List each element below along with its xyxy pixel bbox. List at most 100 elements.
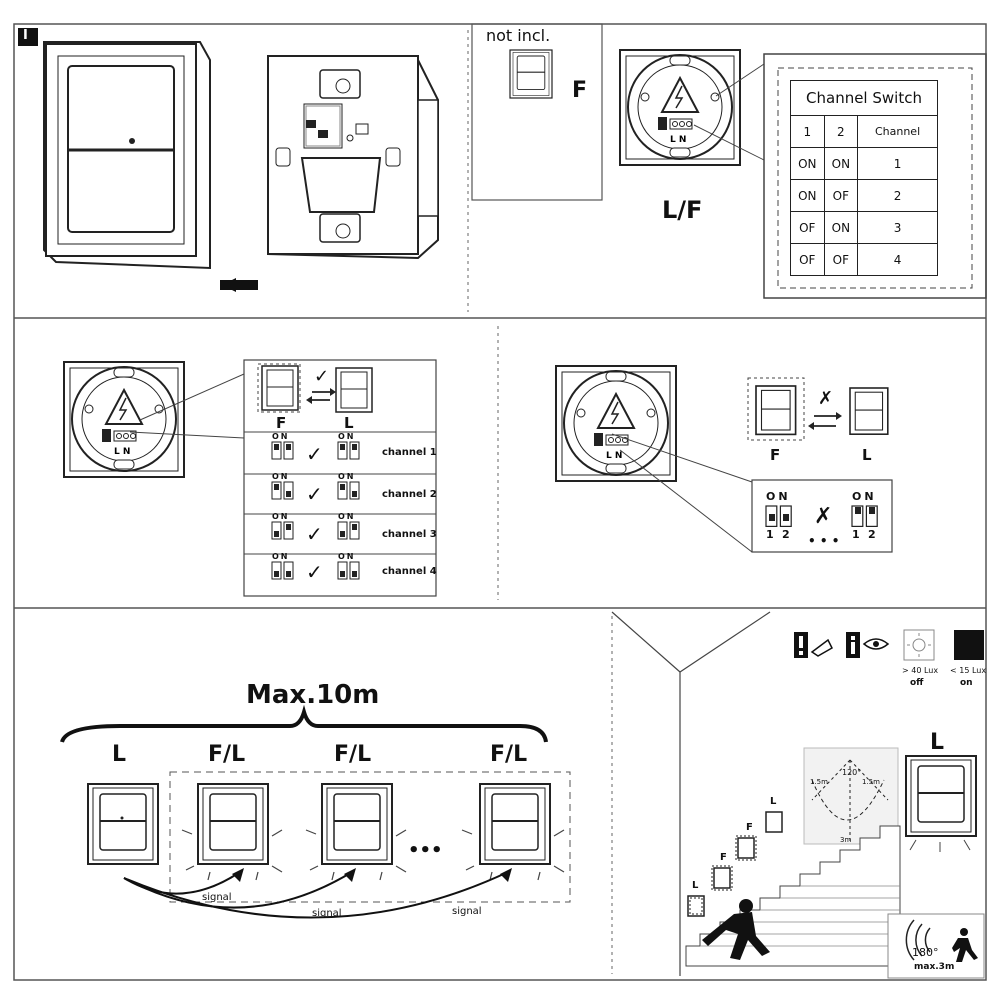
dip-2-label: 2 <box>782 528 790 541</box>
detection-angle: 180° <box>912 946 939 959</box>
lux-day-label: > 40 Lux <box>902 666 939 675</box>
switch-fl-1 <box>197 783 269 865</box>
channel-callout-box <box>763 53 987 299</box>
dip-on-label: ON <box>338 432 356 441</box>
switch-l-installed <box>905 755 977 837</box>
pairing-table-box <box>243 359 437 597</box>
table-cell: ON <box>823 147 859 180</box>
dip-1-label: 1 <box>852 528 860 541</box>
pairing-l-label: L <box>344 414 354 432</box>
side-distance-right: 1.5m <box>862 778 880 786</box>
sensor-mechanism-lf <box>619 49 741 166</box>
f-label-top: F <box>572 78 588 103</box>
hand-wave-icon <box>810 638 833 657</box>
stair-f-label: F <box>746 822 753 833</box>
sensor-mechanism-mismatch <box>555 365 677 482</box>
channel-table-header: 2 <box>823 115 859 148</box>
step-marker-box <box>18 28 38 46</box>
switch-l-icon-2 <box>849 387 889 435</box>
switch-l-icon <box>335 367 373 413</box>
not-included-box <box>471 23 603 201</box>
switch-back-illustration <box>267 54 439 260</box>
dip-1-label: 1 <box>766 528 774 541</box>
channel-table-header: Channel <box>857 115 938 148</box>
step-marker: I <box>23 28 28 43</box>
dip-on-label: ON <box>338 552 356 561</box>
dip-on-label: ON <box>766 490 791 503</box>
table-cell: ON <box>790 179 825 212</box>
cross-icon: ✗ <box>818 388 834 409</box>
lux-day-state: off <box>910 678 924 688</box>
detection-waves-icon <box>905 919 931 961</box>
relay-l-label: L <box>112 742 127 767</box>
max-distance-label: Max.10m <box>246 680 380 710</box>
table-cell: ON <box>790 147 825 180</box>
signal-label: signal <box>312 908 342 919</box>
pairing-f-label: F <box>276 414 287 432</box>
switch-l-main <box>87 783 159 865</box>
running-person-icon <box>702 899 770 960</box>
stair-l-label: L <box>770 796 777 807</box>
signal-label: signal <box>452 906 482 917</box>
cross-icon: ✗ <box>814 504 833 529</box>
channel-label: channel 2 <box>382 489 437 500</box>
channel-table-title: Channel Switch <box>790 80 938 116</box>
dip-on-label: ON <box>338 512 356 521</box>
signal-arrows <box>123 871 509 919</box>
relay-fl-label: F/L <box>334 742 372 767</box>
mismatch-f-label: F <box>770 446 781 464</box>
check-icon: ✓ <box>306 560 323 584</box>
more-dots: • • • <box>808 534 840 548</box>
switch-f-icon-2 <box>755 385 797 436</box>
table-cell: OF <box>823 243 859 276</box>
check-icon: ✓ <box>306 522 323 546</box>
lux-night-state: on <box>960 678 973 688</box>
switch-front-illustration <box>43 41 211 270</box>
table-cell: 2 <box>857 179 938 212</box>
dip-on-label: ON <box>338 472 356 481</box>
lux-night-label: < 15 Lux <box>950 666 987 675</box>
depth-label: 3m <box>840 836 852 844</box>
eye-icon <box>862 638 890 650</box>
relay-fl-label: F/L <box>208 742 246 767</box>
signal-rays <box>181 829 565 881</box>
table-cell: ON <box>823 211 859 244</box>
channel-label: channel 1 <box>382 447 437 458</box>
pairing-check-top: ✓ <box>314 366 330 387</box>
table-cell: 1 <box>857 147 938 180</box>
table-cell: OF <box>790 211 825 244</box>
stair-f-label: F <box>720 852 727 863</box>
check-icon: ✓ <box>306 482 323 506</box>
channel-table-header: 1 <box>790 115 825 148</box>
switch-f-small <box>509 49 553 99</box>
moon-icon <box>954 630 984 660</box>
stair-l-label: L <box>692 880 699 891</box>
side-distance-left: 1.5m <box>810 778 828 786</box>
not-included-label: not incl. <box>486 26 551 45</box>
dip-on-label: ON <box>272 512 290 521</box>
dip-rows-pairing <box>271 441 360 580</box>
table-cell: OF <box>823 179 859 212</box>
relay-fl-label: F/L <box>490 742 528 767</box>
table-cell: 3 <box>857 211 938 244</box>
install-l-label: L <box>930 730 945 755</box>
relay-ellipsis: ••• <box>408 840 443 861</box>
channel-label: channel 3 <box>382 529 437 540</box>
dip-2-label: 2 <box>868 528 876 541</box>
room-perspective <box>611 611 771 976</box>
table-cell: OF <box>790 243 825 276</box>
dip-on-label: ON <box>272 472 290 481</box>
mismatch-dip-box <box>751 479 893 553</box>
dip-on-label: ON <box>852 490 877 503</box>
staircase <box>685 825 901 967</box>
table-cell: 4 <box>857 243 938 276</box>
check-icon: ✓ <box>306 442 323 466</box>
lf-label: L/F <box>662 196 703 224</box>
sensor-mechanism-pairing <box>63 361 185 478</box>
channel-label: channel 4 <box>382 566 437 577</box>
switch-fl-3 <box>479 783 551 865</box>
range-brace <box>60 704 548 743</box>
dip-on-label: ON <box>272 432 290 441</box>
